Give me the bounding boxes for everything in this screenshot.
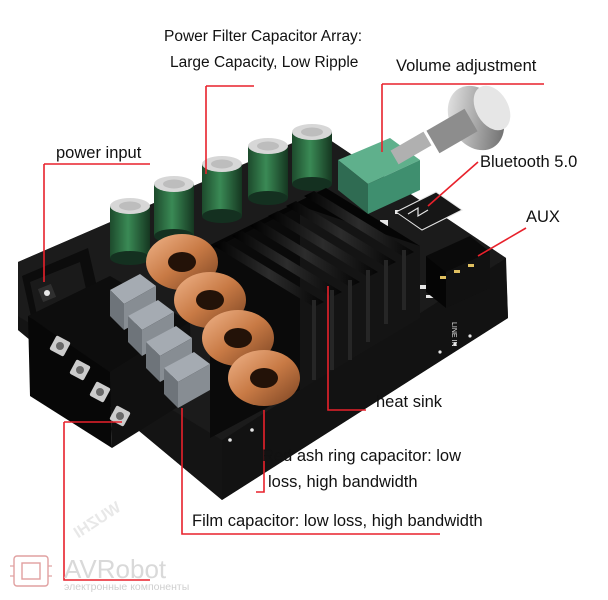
electrolytic-capacitor: [292, 124, 332, 191]
film-callout-line: [181, 408, 440, 535]
red-ring-label-line2: loss, high bandwidth: [268, 473, 418, 491]
capacitor-array-label-line2: Large Capacity, Low Ripple: [170, 54, 358, 71]
film-capacitors: [110, 274, 210, 408]
electrolytic-capacitor: [202, 156, 242, 223]
bluetooth-module: [395, 191, 463, 231]
toroid-coil: [228, 350, 300, 406]
watermark-name: AVRobot: [64, 554, 167, 584]
electrolytic-capacitors: [110, 124, 332, 265]
bluetooth-callout-line: [427, 161, 479, 207]
aux-label: AUX: [526, 208, 560, 226]
callout-lines: [43, 83, 544, 581]
aux-callout-line: [477, 227, 527, 257]
power-input-label: power input: [56, 144, 142, 162]
red-ring-callout-line: [256, 410, 265, 493]
electrolytic-capacitor: [154, 176, 194, 243]
bluetooth-label: Bluetooth 5.0: [480, 153, 577, 171]
board-brand-silkscreen: WUZHI: [71, 499, 124, 542]
line-in-silkscreen: LINE IN: [450, 322, 457, 347]
aux-jack: [426, 236, 490, 308]
film-capacitor: [164, 352, 210, 408]
heat-sink-callout-line: [327, 286, 366, 411]
speaker-output-callout-line: [63, 422, 150, 581]
heat-sink-label: heat sink: [376, 393, 443, 411]
volume-label: Volume adjustment: [396, 57, 537, 75]
watermark-logo: [10, 555, 52, 587]
toroidal-inductors: [146, 234, 300, 406]
capacitor-array-label-line1: Power Filter Capacitor Array:: [164, 28, 362, 45]
electrolytic-capacitor: [248, 138, 288, 205]
watermark-tagline: электронные компоненты: [64, 581, 189, 593]
red-ring-label-line1: Red ash ring capacitor: low: [262, 447, 461, 465]
volume-knob: [426, 85, 511, 154]
volume-potentiometer: [338, 131, 432, 214]
electrolytic-capacitor: [110, 198, 150, 265]
film-capacitor-label: Film capacitor: low loss, high bandwidth: [192, 512, 483, 530]
